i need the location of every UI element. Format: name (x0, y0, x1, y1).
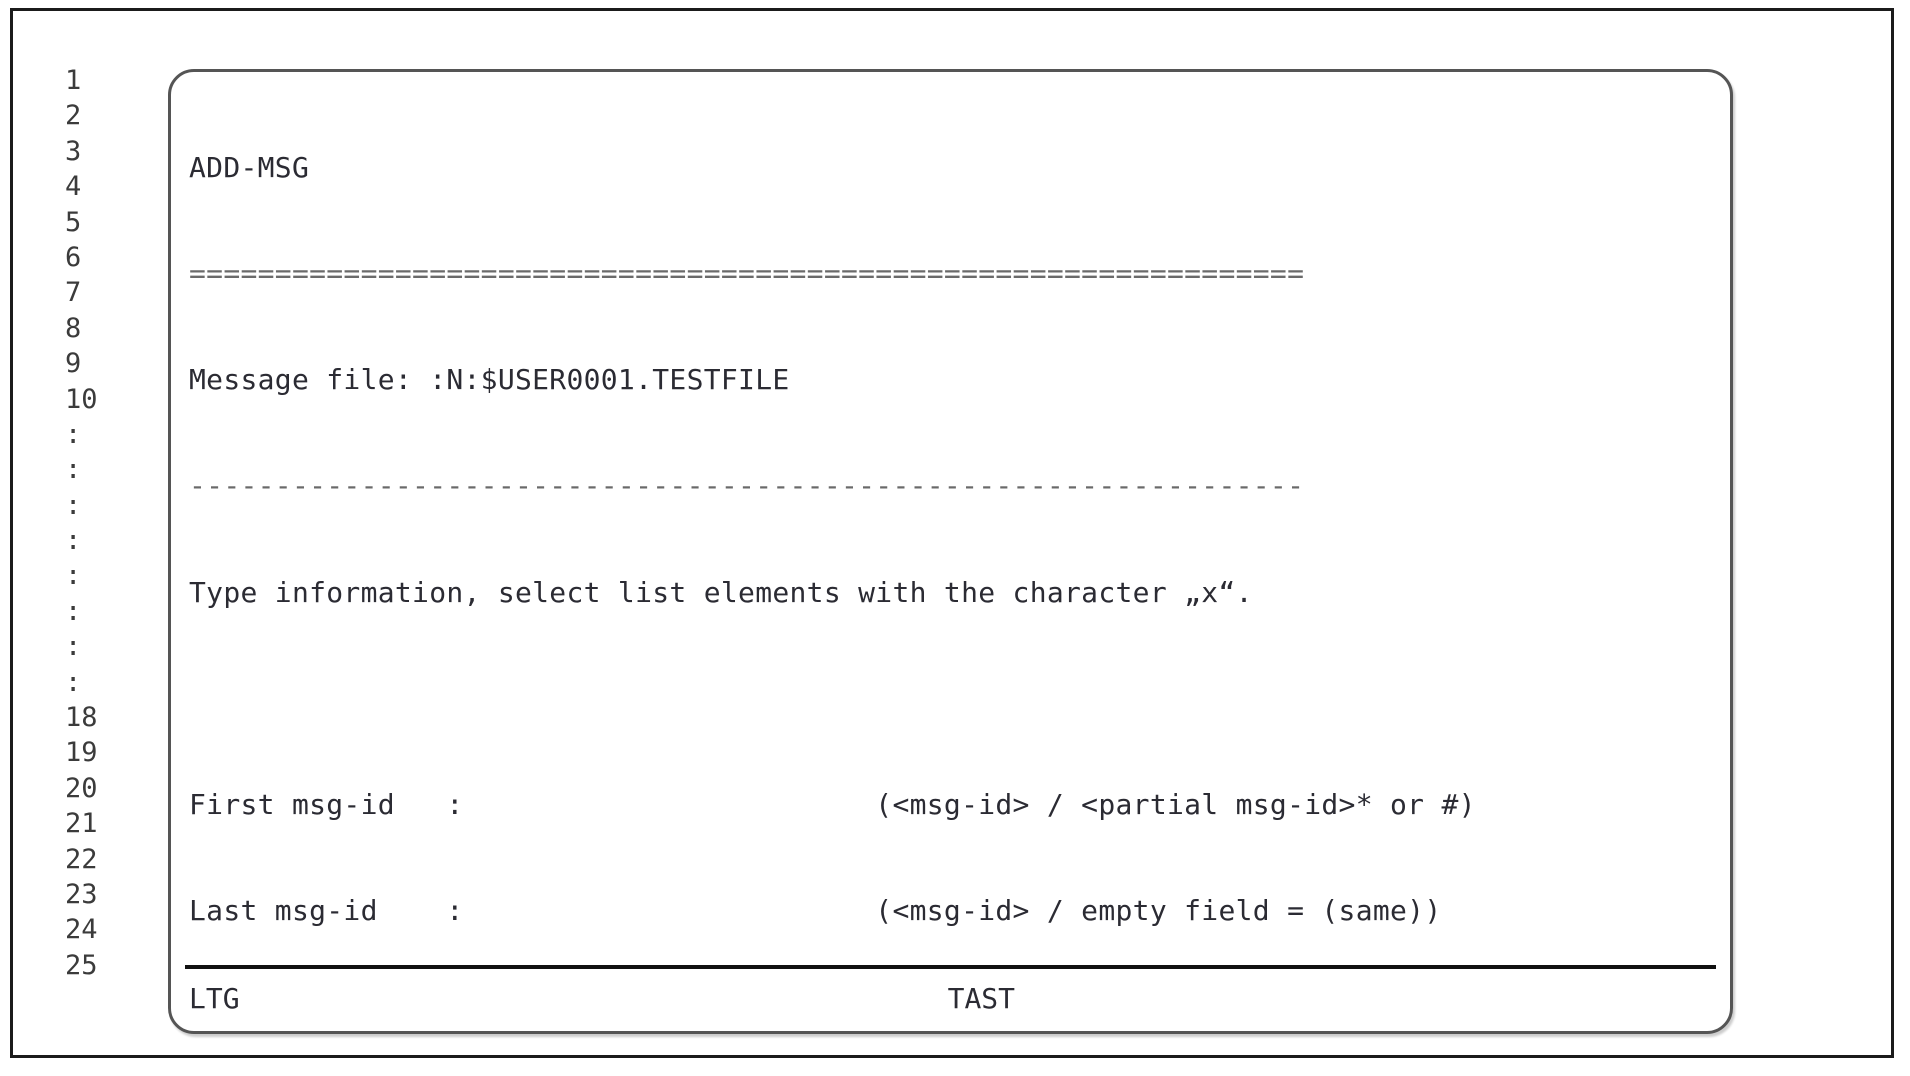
line-number: : (65, 595, 82, 627)
separator-rule-top: ========================================… (189, 257, 1305, 291)
line-number: 6 (65, 241, 82, 273)
line-number: 7 (65, 277, 82, 309)
line-number: : (65, 489, 82, 521)
page-border: 1 2 3 4 5 6 7 8 9 10 : : : : : : : : 18 … (10, 8, 1894, 1058)
line-number: : (65, 666, 82, 698)
line-number: 22 (65, 843, 98, 875)
line-number: 23 (65, 878, 98, 910)
blank-line (189, 681, 1719, 716)
field-first-msg-id[interactable]: First msg-id : (<msg-id> / <partial msg-… (189, 788, 1476, 822)
separator-rule-sub: ----------------------------------------… (189, 469, 1305, 503)
line-number: 20 (65, 772, 98, 804)
line-number: : (65, 631, 82, 663)
line-number: 2 (65, 100, 82, 132)
line-number: 19 (65, 737, 98, 769)
line-number: 10 (65, 383, 98, 415)
instruction-line: Type information, select list elements w… (189, 575, 1253, 609)
line-number: : (65, 454, 82, 486)
terminal-text-grid: ADD-MSG ================================… (189, 79, 1719, 1031)
line-number: 21 (65, 808, 98, 840)
line-number: 9 (65, 348, 82, 380)
status-line: LTG TAST (189, 982, 1016, 1015)
line-number: 1 (65, 65, 82, 96)
line-number: 18 (65, 702, 98, 734)
line-number: 3 (65, 135, 82, 167)
line-number: 5 (65, 206, 82, 238)
line-number: 24 (65, 914, 98, 946)
mask-title: ADD-MSG (189, 150, 310, 184)
terminal-line-number-gutter: 1 2 3 4 5 6 7 8 9 10 : : : : : : : : 18 … (65, 63, 131, 983)
line-number: 4 (65, 171, 82, 203)
message-file-line: Message file: :N:$USER0001.TESTFILE (189, 363, 790, 397)
line-number: : (65, 418, 82, 450)
terminal-screen: ADD-MSG ================================… (168, 69, 1733, 1034)
field-last-msg-id[interactable]: Last msg-id : (<msg-id> / empty field = … (189, 894, 1442, 928)
line-number: : (65, 525, 82, 557)
line-number: 8 (65, 312, 82, 344)
line-number: : (65, 560, 82, 592)
line-number: 25 (65, 949, 98, 981)
status-separator-rule (185, 965, 1716, 969)
